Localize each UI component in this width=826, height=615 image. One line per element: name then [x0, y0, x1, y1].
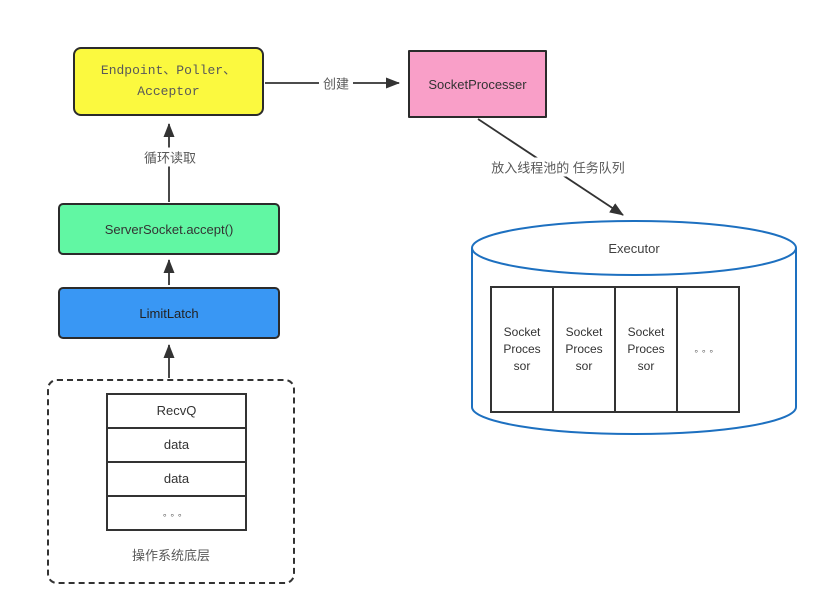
worker-cell: Socket Proces sor: [490, 286, 554, 413]
edge-label-create: 创建: [318, 73, 354, 93]
queue-row-ellipsis: 。。。: [108, 495, 245, 529]
queue-row-data: data: [108, 427, 245, 461]
cylinder-top-ellipse: [471, 220, 797, 276]
queue-row-data: data: [108, 461, 245, 495]
queue-row-recvq: RecvQ: [156, 403, 197, 418]
worker-cell: Socket Proces sor: [614, 286, 678, 413]
os-layer-caption: 操作系统底层: [131, 548, 210, 563]
node-server-socket-accept: ServerSocket.accept(): [58, 203, 280, 255]
node-socket-processer: SocketProcesser: [408, 50, 547, 118]
worker-cell: Socket Proces sor: [552, 286, 616, 413]
executor-task-queue: Socket Proces sor Socket Proces sor Sock…: [490, 286, 740, 413]
edge-label-enqueue: 放入线程池的 任务队列: [487, 157, 629, 177]
worker-cell-ellipsis: 。。。: [676, 286, 740, 413]
recv-queue-table: RecvQ data data 。。。: [106, 393, 247, 531]
node-endpoint-poller-acceptor: Endpoint、Poller、 Acceptor: [73, 47, 264, 116]
executor-label: Executor: [608, 241, 660, 256]
edge-label-loop-read: 循环读取: [139, 147, 201, 167]
node-limit-latch: LimitLatch: [58, 287, 280, 339]
